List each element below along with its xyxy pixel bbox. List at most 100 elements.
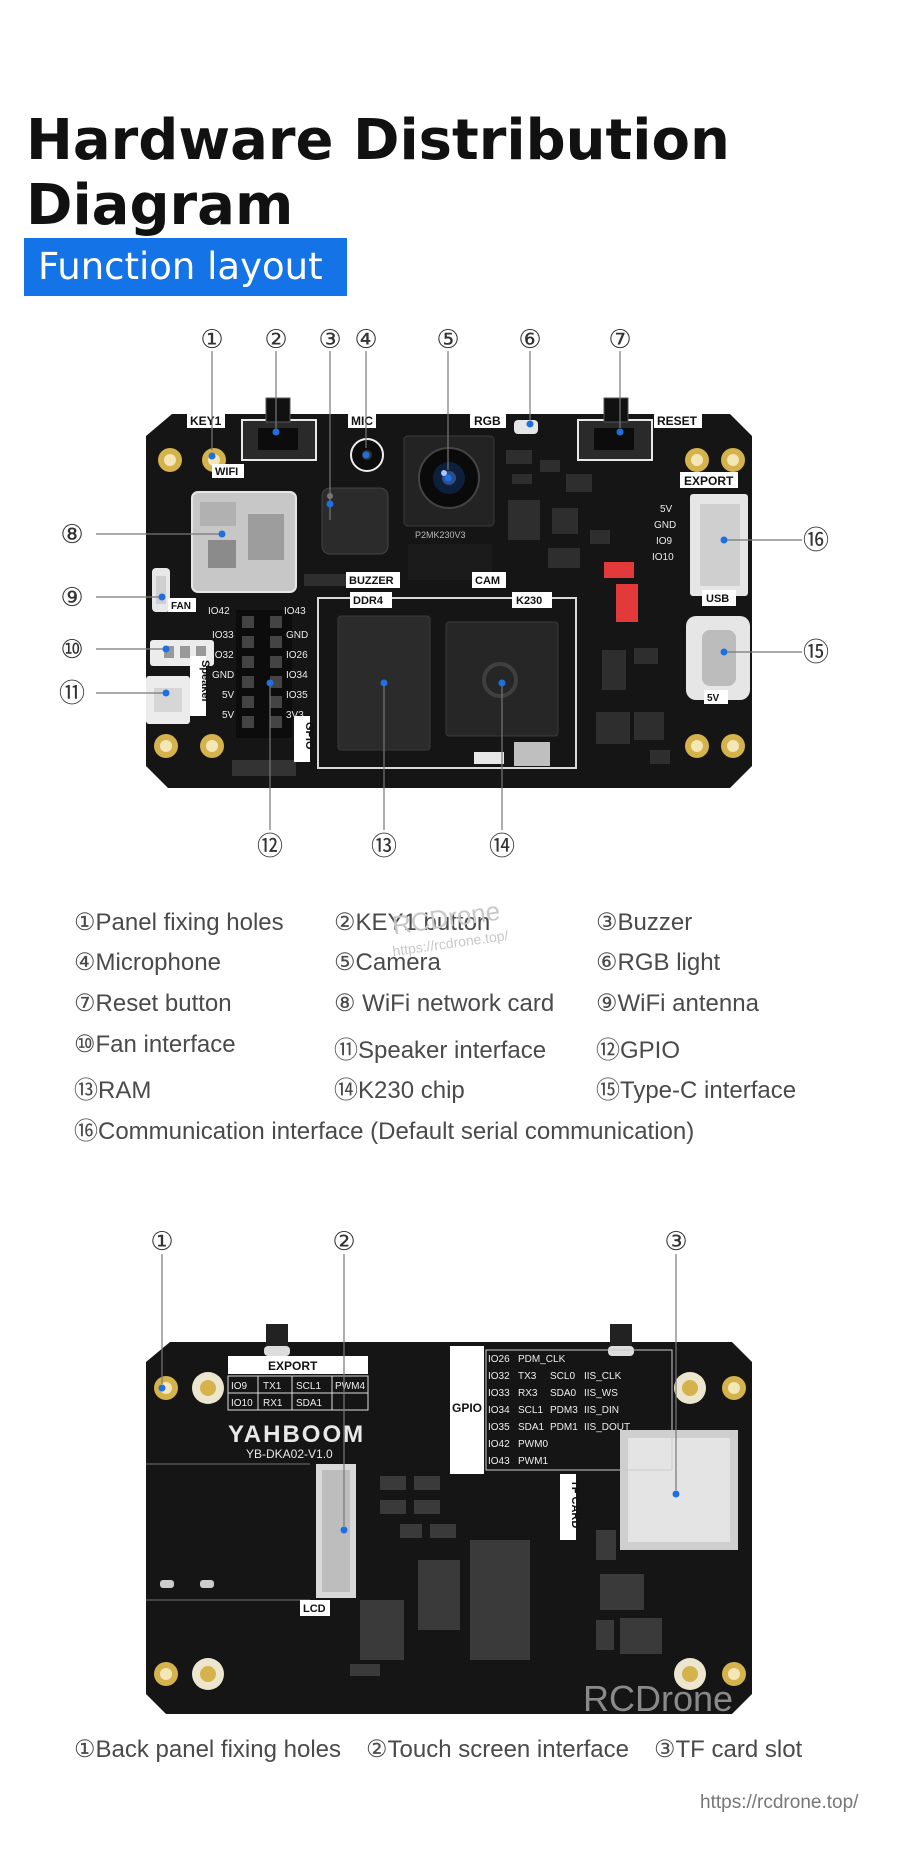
gpio-cell: IIS_DOUT	[584, 1422, 630, 1433]
legend-item: ⑫GPIO	[596, 1037, 681, 1064]
callout-number: ④	[354, 325, 377, 355]
gpio-pin: IO33	[212, 630, 234, 641]
front-mounting-hole	[721, 734, 745, 758]
callout-number: ②	[264, 325, 287, 355]
callout-number: ⑫	[257, 832, 283, 862]
gpio-cell: IO42	[488, 1439, 510, 1450]
tf-card-slot	[620, 1430, 738, 1550]
front-leader-lines	[96, 351, 802, 830]
front-board: P2MK230V3	[146, 397, 752, 788]
back-gpio-table: GPIO IO26 PDM_CLK IO32 TX3 SCL0 IIS_CLK …	[450, 1346, 673, 1474]
legend-item: ⑧ WiFi network card	[334, 990, 555, 1017]
legend-item: ④Microphone	[74, 949, 221, 976]
export-pin: IO10	[652, 552, 674, 563]
gpio-pin: IO35	[286, 690, 308, 701]
front-mounting-hole	[685, 734, 709, 758]
gpio-cell: TX3	[518, 1371, 537, 1382]
gpio-cell: RX3	[518, 1388, 538, 1399]
back-connector	[610, 1324, 632, 1350]
back-board: EXPORT IO9 TX1 SCL1 PWM4 IO10 RX1 SDA1 Y…	[146, 1324, 752, 1714]
callout-number: ①	[200, 325, 223, 355]
gpio-pin: 3V3	[286, 710, 304, 721]
legend-item: ⑮Type-C interface	[596, 1077, 797, 1104]
gpio-cell: IIS_CLK	[584, 1371, 622, 1382]
front-callout-dots	[158, 420, 728, 697]
gpio-cell: SCL1	[518, 1405, 543, 1416]
back-connector	[608, 1346, 634, 1356]
gpio-cell: PDM_CLK	[518, 1354, 566, 1365]
callout-dot	[362, 451, 370, 459]
speaker-connector	[146, 676, 190, 724]
gpio-cell: IO26	[488, 1354, 510, 1365]
legend-item: ⑤Camera	[334, 949, 441, 976]
back-smd-components	[350, 1476, 662, 1676]
back-mounting-hole	[192, 1372, 224, 1404]
export-cell: SDA1	[296, 1398, 323, 1409]
export-cell: RX1	[263, 1398, 283, 1409]
legend-item: ②KEY1 button	[334, 909, 491, 936]
callout-number: ①	[150, 1227, 173, 1257]
core-module-frame	[317, 597, 577, 769]
watermark-url: https://rcdrone.top/	[700, 1792, 859, 1813]
back-label-lcd: LCD	[303, 1603, 326, 1615]
legend-item: ⑥RGB light	[596, 949, 721, 976]
legend-item: ⑨WiFi antenna	[596, 990, 759, 1017]
callout-dot	[526, 420, 534, 428]
callout-number: ⑨	[60, 583, 83, 613]
label-export: EXPORT	[684, 474, 734, 488]
callout-dot	[340, 1526, 348, 1534]
camera-module: P2MK230V3	[403, 435, 495, 580]
rgb-light	[514, 420, 538, 434]
legend-item: ③TF card slot	[654, 1736, 803, 1763]
callout-number: ②	[332, 1227, 355, 1257]
callout-dot	[720, 648, 728, 656]
gpio-cell: IO32	[488, 1371, 510, 1382]
gpio-header	[232, 610, 296, 776]
callout-dot	[162, 689, 170, 697]
wifi-antenna-connector	[152, 568, 170, 612]
export-connector	[690, 494, 748, 596]
callout-dot	[498, 679, 506, 687]
legend-item: ⑪Speaker interface	[334, 1037, 547, 1064]
watermark-back: RCDrone	[583, 1678, 734, 1719]
gpio-pin: GND	[212, 670, 234, 681]
camera-model-label: P2MK230V3	[415, 530, 466, 540]
export-pin: IO9	[656, 536, 673, 547]
touch-screen-connector	[316, 1464, 356, 1598]
label-mic: MIC	[351, 414, 373, 428]
gpio-cell: PWM1	[518, 1456, 548, 1467]
label-ddr4: DDR4	[353, 595, 384, 607]
callout-number: ⑦	[608, 325, 631, 355]
label-5v: 5V	[707, 693, 720, 704]
callout-number: ⑤	[436, 325, 459, 355]
label-buzzer: BUZZER	[349, 575, 394, 587]
legend-item: ②Touch screen interface	[366, 1736, 629, 1763]
gpio-pin: IO26	[286, 650, 308, 661]
export-cell: SCL1	[296, 1381, 321, 1392]
front-mounting-hole	[685, 448, 709, 472]
export-pin: GND	[654, 520, 676, 531]
export-cell: IO10	[231, 1398, 253, 1409]
legend-item: ①Back panel fixing holes	[74, 1736, 341, 1763]
back-connector	[266, 1324, 288, 1350]
gpio-pin: IO43	[284, 606, 306, 617]
export-cell: TX1	[263, 1381, 282, 1392]
legend-item: ⑩Fan interface	[74, 1031, 236, 1058]
legend-item: ⑯Communication interface (Default serial…	[74, 1118, 695, 1145]
callout-dot	[208, 452, 216, 460]
label-key1: KEY1	[190, 414, 222, 428]
wifi-card	[191, 491, 297, 593]
gpio-cell: PDM1	[550, 1422, 578, 1433]
front-mounting-hole	[158, 448, 182, 472]
back-mounting-hole	[192, 1658, 224, 1690]
back-export-table: EXPORT IO9 TX1 SCL1 PWM4 IO10 RX1 SDA1	[227, 1356, 369, 1411]
callout-dot	[266, 679, 274, 687]
callout-dot	[272, 428, 280, 436]
callout-dot	[326, 500, 334, 508]
gpio-cell: SCL0	[550, 1371, 575, 1382]
export-cell: PWM4	[335, 1381, 365, 1392]
type-c-port	[686, 616, 750, 700]
gpio-cell: PDM3	[550, 1405, 578, 1416]
callout-dot	[720, 536, 728, 544]
